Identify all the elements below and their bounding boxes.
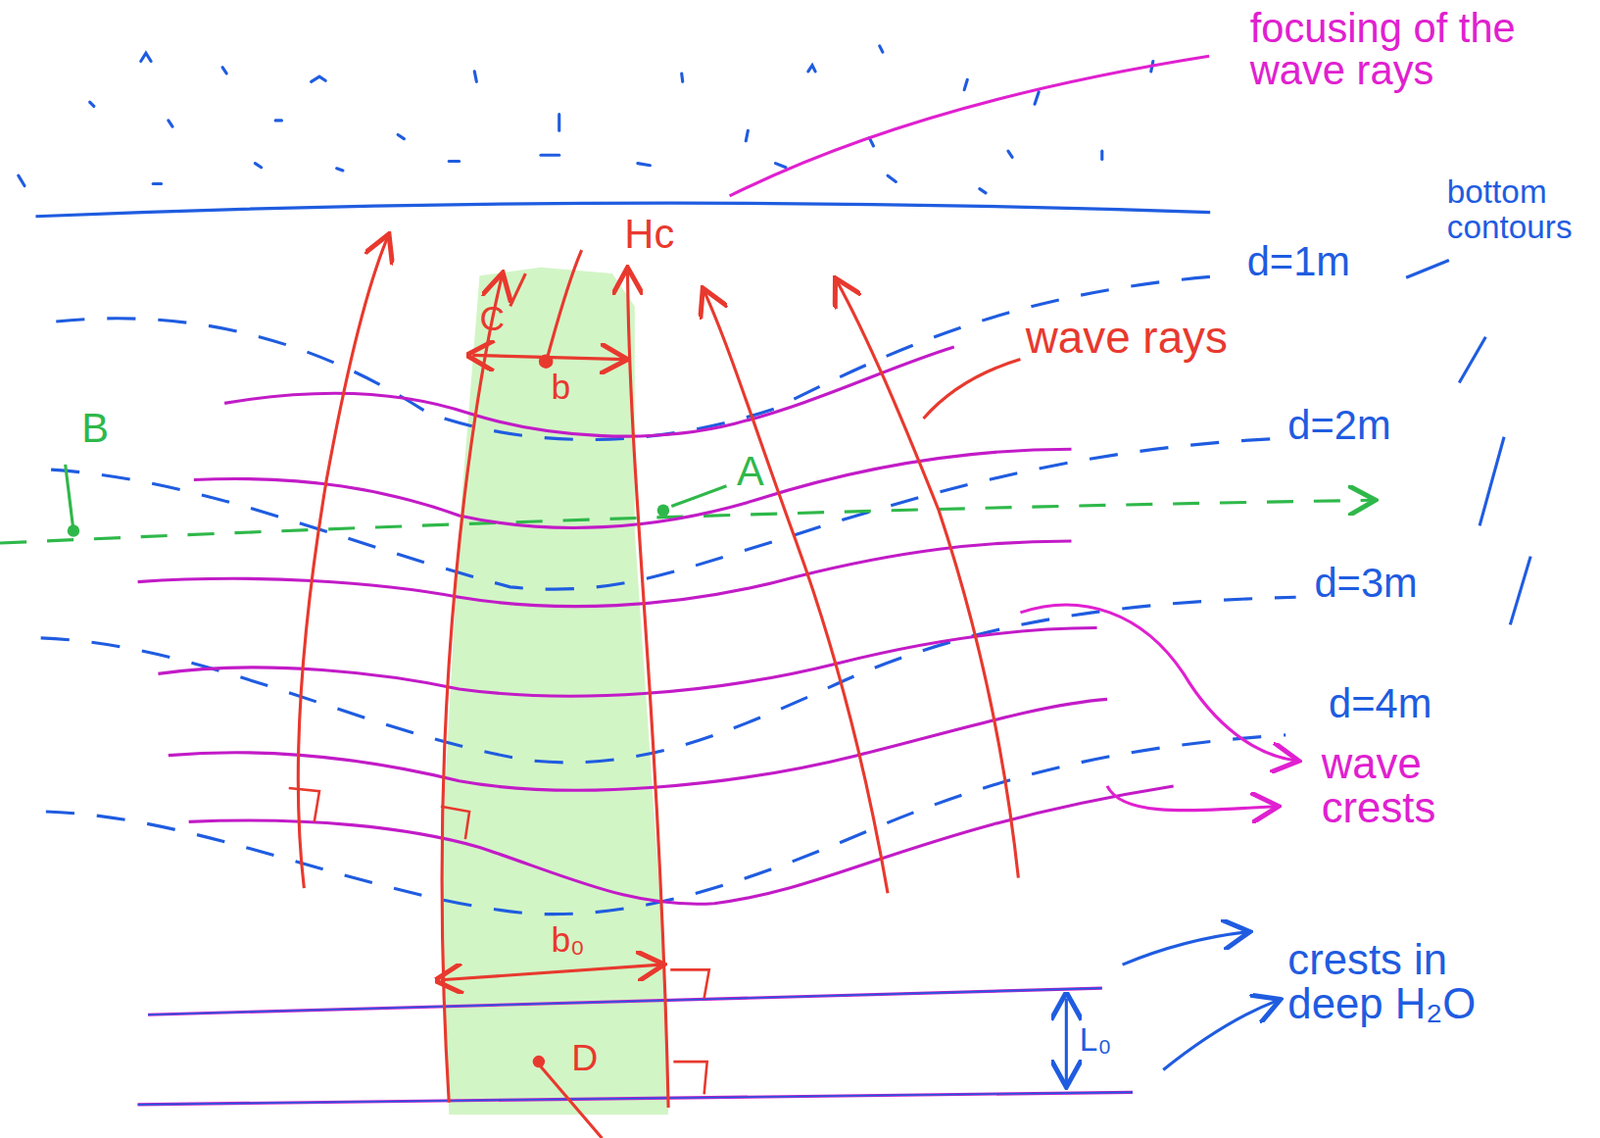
note-label: bottom contours bbox=[1447, 175, 1591, 244]
point-label: A bbox=[736, 448, 765, 492]
dimension-label: L₀ bbox=[1079, 1022, 1112, 1058]
point-label: B bbox=[81, 405, 109, 449]
dimension-label: b₀ bbox=[550, 921, 584, 958]
point-label: C bbox=[479, 300, 505, 338]
depth-label: d=4m bbox=[1328, 681, 1432, 726]
depth-label: d=3m bbox=[1313, 561, 1417, 605]
note-label: wave crests bbox=[1321, 740, 1496, 831]
height-label: Hc bbox=[624, 212, 675, 256]
depth-label: d=2m bbox=[1287, 402, 1391, 446]
point-label: D bbox=[571, 1038, 598, 1077]
depth-label: d=1m bbox=[1247, 240, 1351, 284]
note-label: wave rays bbox=[1025, 314, 1228, 362]
note-label: crests in deep H₂O bbox=[1287, 936, 1523, 1027]
note-label: focusing of the wave rays bbox=[1250, 5, 1588, 92]
dimension-label: b bbox=[550, 369, 571, 406]
